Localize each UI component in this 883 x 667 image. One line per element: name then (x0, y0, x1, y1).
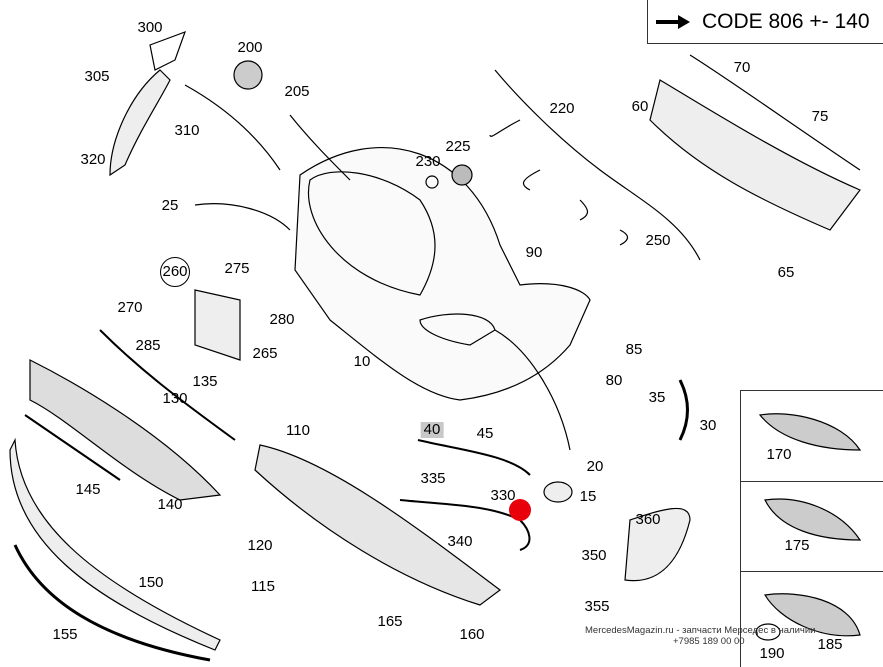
impact-beam (649, 79, 861, 231)
part-label-20[interactable]: 20 (586, 458, 604, 475)
part-label-220[interactable]: 220 (549, 100, 575, 117)
watermark-site: MercedesMagazin.ru - запчасти Мерседес в… (585, 625, 816, 636)
part-label-205[interactable]: 205 (284, 83, 310, 100)
part-label-260[interactable]: 260 (160, 257, 190, 287)
part-label-200[interactable]: 200 (237, 39, 263, 56)
part-label-60[interactable]: 60 (631, 98, 649, 115)
watermark: MercedesMagazin.ru - запчасти Мерседес в… (585, 625, 815, 647)
part-label-75[interactable]: 75 (811, 108, 829, 125)
part-label-155[interactable]: 155 (52, 626, 78, 643)
part-label-355[interactable]: 355 (584, 598, 610, 615)
front-bumper (294, 146, 591, 401)
part-label-320[interactable]: 320 (80, 151, 106, 168)
part-label-110[interactable]: 110 (286, 422, 310, 439)
part-label-305[interactable]: 305 (84, 68, 110, 85)
part-label-275[interactable]: 275 (224, 260, 250, 277)
part-label-135[interactable]: 135 (192, 373, 218, 390)
part-label-90[interactable]: 90 (525, 244, 543, 261)
part-label-360[interactable]: 360 (635, 511, 661, 528)
part-label-120[interactable]: 120 (247, 537, 273, 554)
code-legend-box: CODE 806 +- 140 (647, 0, 883, 44)
part-label-335[interactable]: 335 (420, 470, 446, 487)
part-label-170[interactable]: 170 (766, 446, 792, 463)
part-label-150[interactable]: 150 (138, 574, 164, 591)
part-label-185[interactable]: 185 (817, 636, 843, 653)
part-label-85[interactable]: 85 (625, 341, 643, 358)
part-label-130[interactable]: 130 (162, 390, 188, 407)
part-label-140[interactable]: 140 (157, 496, 183, 513)
part-label-80[interactable]: 80 (605, 372, 623, 389)
wiring-harness (489, 69, 701, 261)
part-label-115[interactable]: 115 (251, 578, 275, 595)
part-label-270[interactable]: 270 (117, 299, 143, 316)
part-label-340[interactable]: 340 (447, 533, 473, 550)
panel-divider (741, 571, 883, 572)
code-legend-text: CODE 806 +- 140 (702, 9, 870, 33)
part-label-70[interactable]: 70 (733, 59, 751, 76)
part-label-65[interactable]: 65 (777, 264, 795, 281)
part-label-330[interactable]: 330 (490, 487, 516, 504)
lower-grille (29, 359, 222, 501)
part-label-175[interactable]: 175 (784, 537, 810, 554)
trim-strip (13, 544, 211, 662)
part-label-230[interactable]: 230 (415, 153, 441, 170)
arrow-right-icon (656, 14, 690, 29)
spoiler-lip (9, 437, 221, 651)
part-label-350[interactable]: 350 (581, 547, 607, 564)
part-label-165[interactable]: 165 (377, 613, 403, 630)
part-label-265[interactable]: 265 (252, 345, 278, 362)
variant-panel (740, 390, 883, 667)
part-label-40[interactable]: 40 (420, 422, 444, 438)
part-label-10[interactable]: 10 (353, 353, 371, 370)
part-label-300[interactable]: 300 (137, 19, 163, 36)
part-label-280[interactable]: 280 (269, 311, 295, 328)
watermark-phone: +7985 189 00 00 (673, 636, 745, 647)
panel-divider (741, 481, 883, 482)
air-guide (254, 444, 501, 606)
part-label-190[interactable]: 190 (759, 645, 785, 662)
part-label-45[interactable]: 45 (476, 425, 494, 442)
highlight-marker (509, 499, 531, 521)
part-label-30[interactable]: 30 (699, 417, 717, 434)
part-label-310[interactable]: 310 (174, 122, 200, 139)
part-label-250[interactable]: 250 (645, 232, 671, 249)
part-label-160[interactable]: 160 (459, 626, 485, 643)
part-label-15[interactable]: 15 (579, 488, 597, 505)
part-label-285[interactable]: 285 (135, 337, 161, 354)
part-label-225[interactable]: 225 (445, 138, 471, 155)
part-label-25[interactable]: 25 (161, 197, 179, 214)
part-label-145[interactable]: 145 (75, 481, 101, 498)
part-label-35[interactable]: 35 (648, 389, 666, 406)
